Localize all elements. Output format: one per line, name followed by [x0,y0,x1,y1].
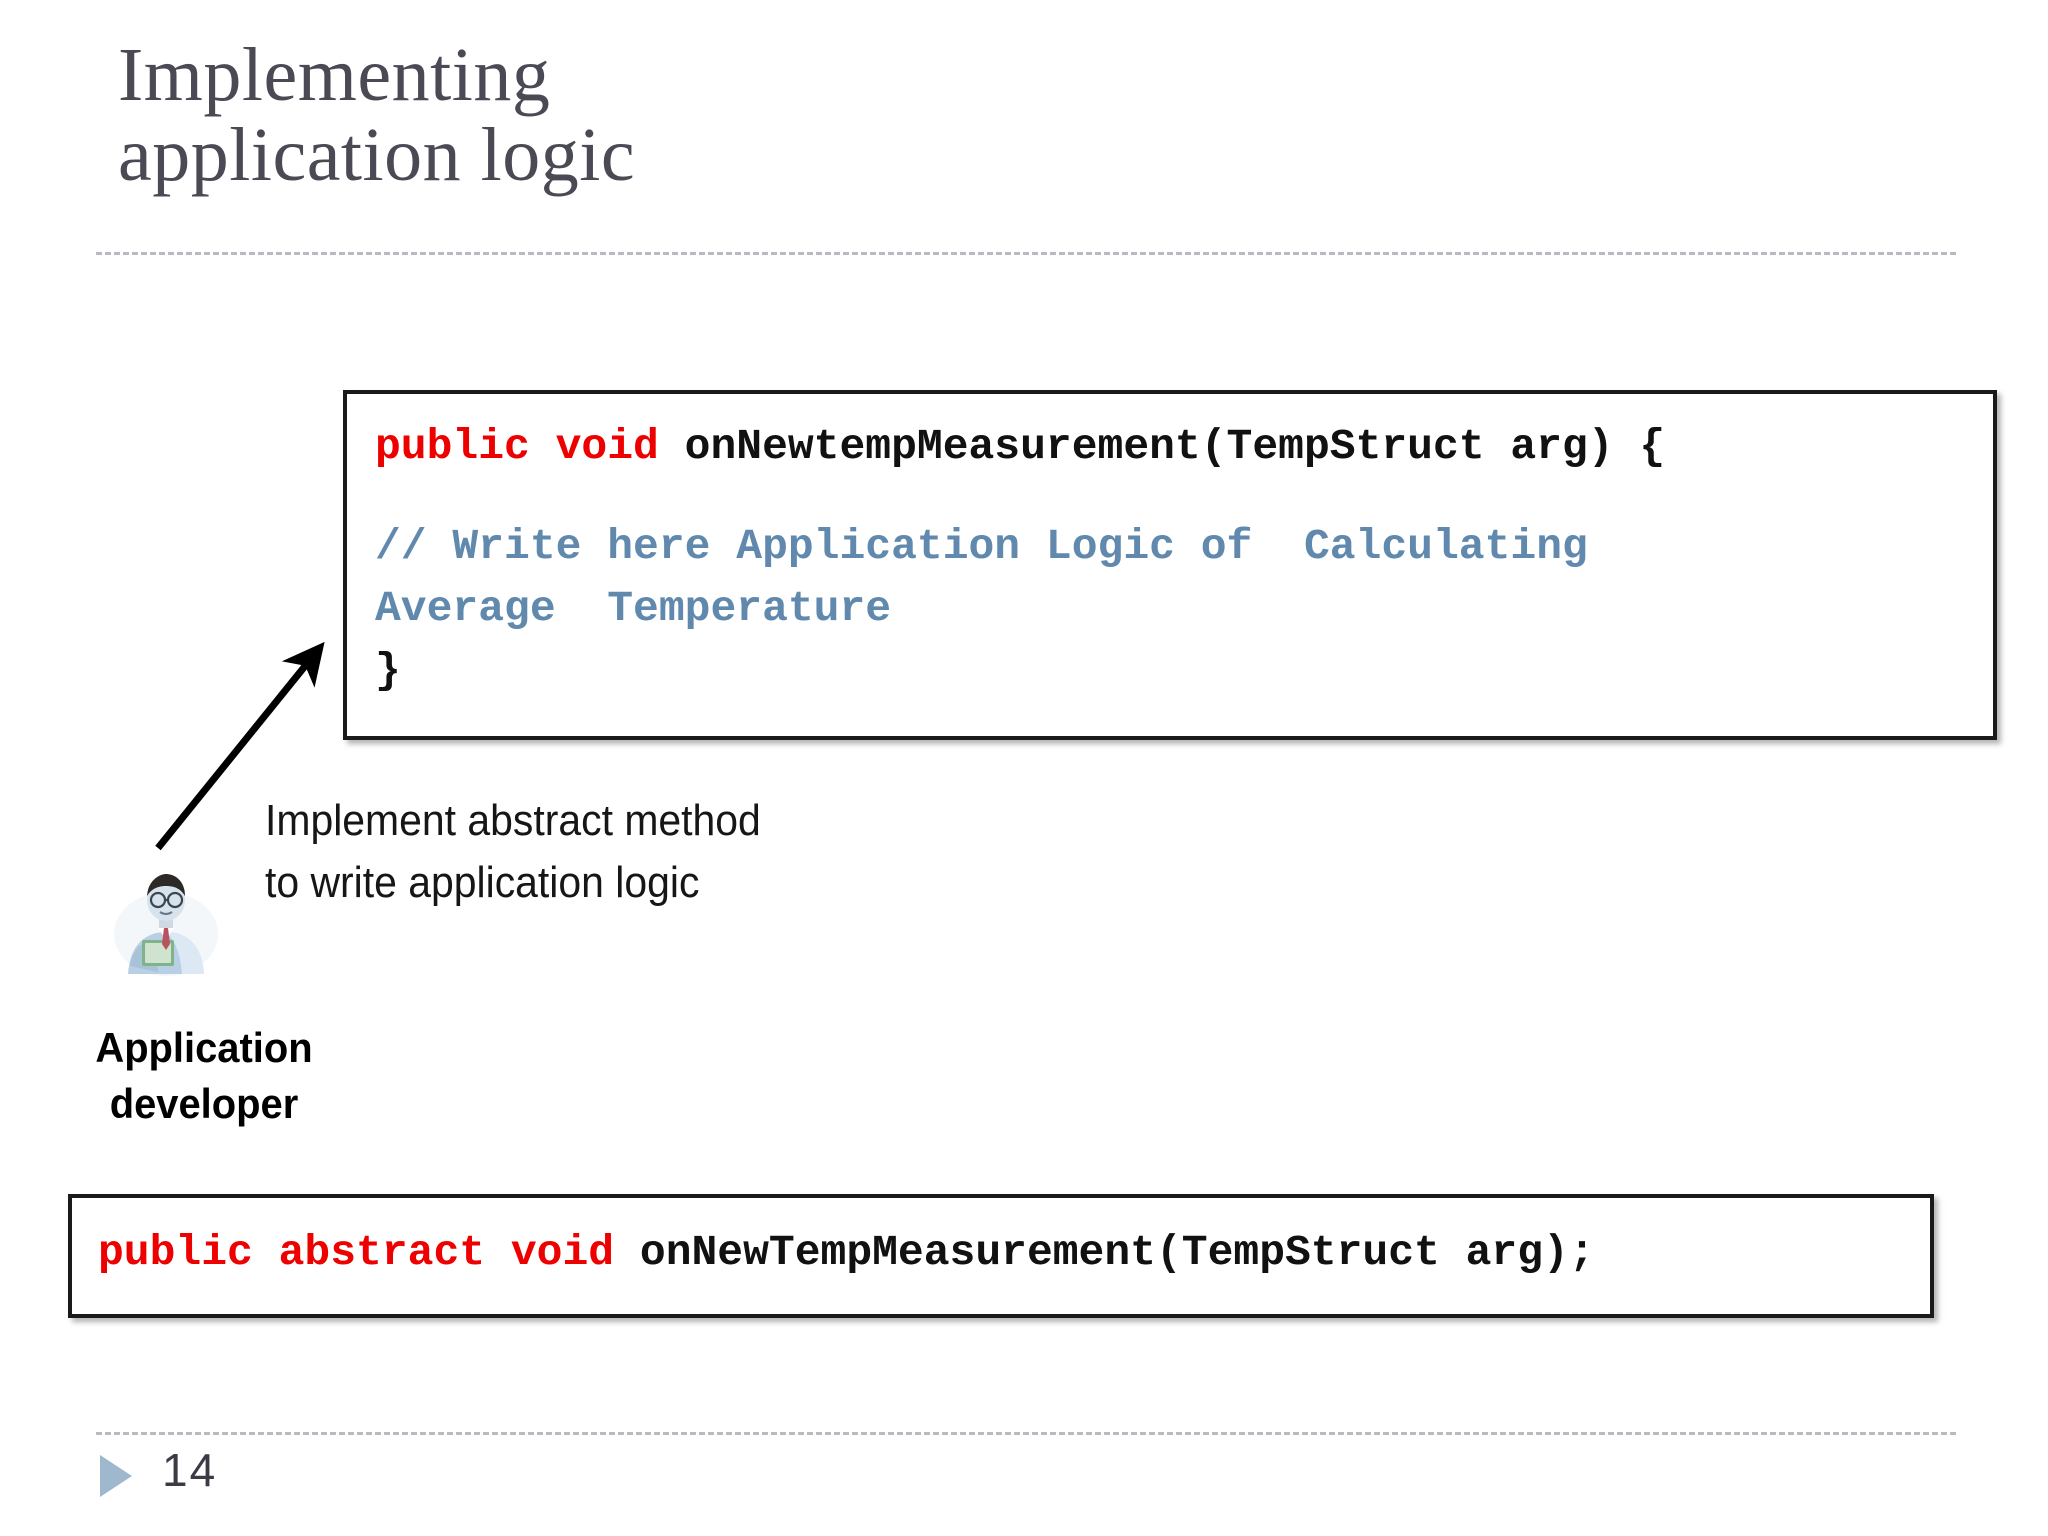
title-divider [96,252,1956,255]
code-line-abstract-signature: public abstract void onNewTempMeasuremen… [98,1222,1930,1284]
page-number: 14 [162,1444,218,1496]
page-title: Implementing application logic [118,33,636,197]
code-comment-line-2: Average Temperature [375,584,892,633]
code-closing-brace: } [375,646,401,695]
abstract-declaration-code-box: public abstract void onNewTempMeasuremen… [68,1194,1934,1318]
pointer-arrow-icon [155,641,325,851]
developer-label: Application developer [95,1024,313,1127]
code-method-signature: onNewtempMeasurement(TempStruct arg) { [684,422,1666,471]
code-keyword-public-void: public void [375,422,685,471]
annotation-label: Implement abstract method to write appli… [265,796,761,907]
application-developer-person-icon [114,874,218,976]
footer-triangle-icon [100,1455,132,1497]
code-line-signature: public void onNewtempMeasurement(TempStr… [375,416,1993,478]
code-comment-line-1: // Write here Application Logic of Calcu… [375,522,1588,571]
code-blank-line [375,478,1993,516]
code-keyword-public-abstract-void: public abstract void [98,1228,640,1277]
implementation-code-box: public void onNewtempMeasurement(TempStr… [343,390,1997,740]
footer-divider [96,1432,1956,1435]
code-abstract-method-signature: onNewTempMeasurement(TempStruct arg); [639,1228,1595,1277]
